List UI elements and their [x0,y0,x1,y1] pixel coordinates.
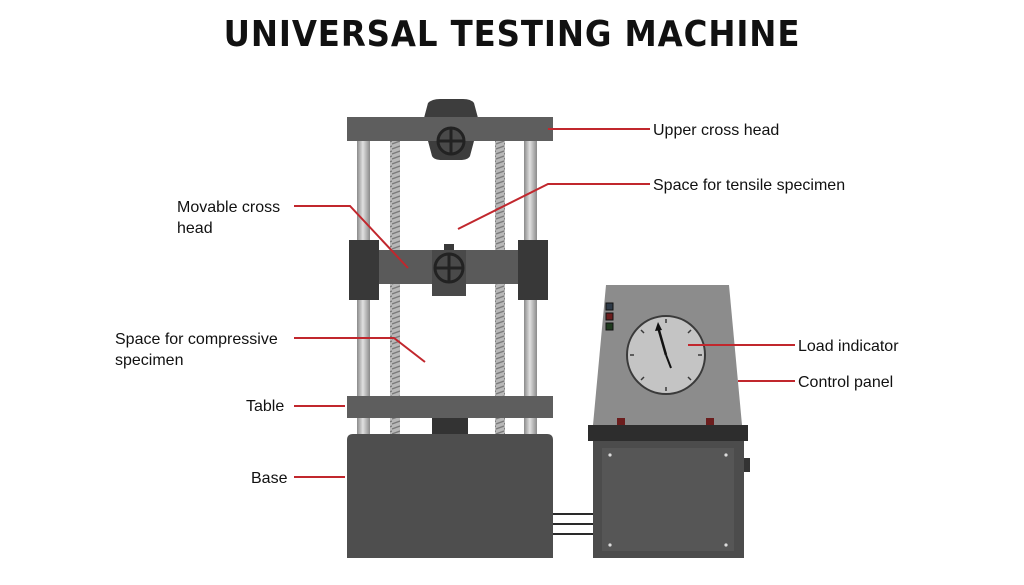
label-control-panel: Control panel [798,374,893,391]
connecting-cables [553,513,594,535]
label-compressive-space-1: Space for compressive [115,331,278,348]
table-plate [347,396,553,418]
label-movable-cross-head-1: Movable cross [177,199,280,216]
label-load-indicator: Load indicator [798,338,899,355]
left-screw-column [390,138,400,438]
label-compressive-space-2: specimen [115,352,183,369]
leader-lines [294,128,795,478]
diagram-title: UNIVERSAL TESTING MACHINE [223,14,801,55]
label-movable-cross-head-2: head [177,220,213,237]
leader-compressive-space [294,337,426,363]
label-upper-cross-head: Upper cross head [653,122,779,139]
leader-movable-cross-head [294,205,409,269]
table-support [432,418,468,436]
label-tensile-space: Space for tensile specimen [653,177,845,194]
label-table: Table [246,398,284,415]
movable-cross-head [349,240,548,300]
right-screw-column [495,138,505,438]
load-indicator-dial [626,315,706,395]
upper-cross-head [347,99,553,160]
machine-base [347,434,553,558]
leader-tensile-space [457,183,650,230]
label-base: Base [251,470,288,487]
